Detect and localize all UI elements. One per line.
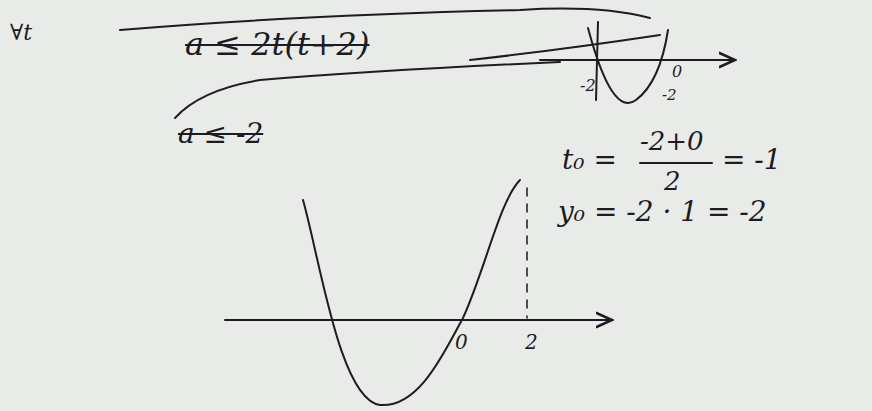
math-label: a ≤ -2	[178, 120, 263, 148]
math-label: -2+0	[640, 128, 704, 154]
math-label: t₀ =	[562, 146, 617, 174]
math-label: ∀t	[10, 22, 32, 44]
math-label: = -1	[722, 146, 782, 174]
small-axis	[540, 59, 735, 61]
main-parabola	[303, 180, 520, 405]
main-axis	[225, 319, 612, 321]
math-label: -2	[580, 78, 596, 94]
math-label: y₀ = -2 · 1 = -2	[558, 198, 767, 226]
math-label: 2	[525, 332, 538, 352]
math-label: a ≤ 2t(t+2)	[185, 28, 369, 60]
math-label: 0	[455, 332, 468, 352]
scribble	[120, 9, 660, 118]
math-label: -2	[662, 88, 677, 103]
math-label: 2	[664, 168, 681, 194]
dashed-line	[526, 188, 528, 318]
math-label: 0	[672, 64, 682, 80]
small-parabola	[588, 28, 668, 103]
fraction-bar	[640, 162, 712, 164]
